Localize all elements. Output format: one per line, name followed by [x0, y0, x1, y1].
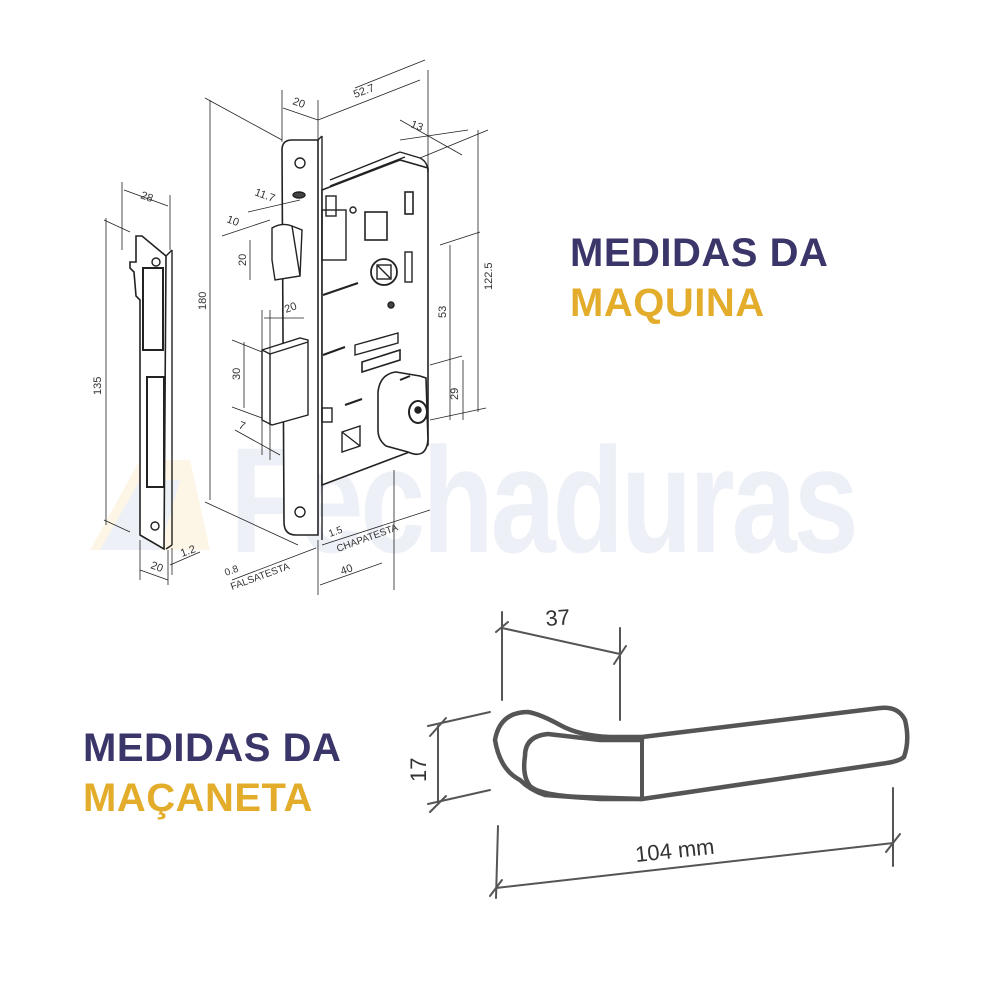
dim-handle-rose-offset: 37	[545, 604, 571, 631]
strike-plate	[129, 235, 173, 551]
handle-heading-line1: MEDIDAS DA	[83, 726, 342, 770]
latch	[271, 223, 303, 281]
dim-strike-width-top: 28	[139, 190, 155, 205]
handle-heading: MEDIDAS DA MAÇANETA	[83, 723, 341, 823]
lock-case	[321, 151, 429, 590]
dim-bolt-height: 30	[231, 368, 243, 380]
dim-strike-height: 135	[92, 377, 104, 395]
dim-top-offset: 13	[409, 119, 425, 134]
dim-cylinder-offset: 29	[449, 388, 461, 400]
machine-heading: MEDIDAS DA MAQUINA	[570, 228, 828, 328]
dim-handle-length: 104 mm	[634, 834, 716, 867]
dim-latch-height: 20	[237, 254, 249, 266]
dim-backset: 40	[339, 562, 355, 577]
dim-faceplate-width: 20	[291, 96, 307, 111]
dim-handle-to-cylinder: 53	[437, 306, 449, 318]
dim-falsatesta-value: 0.8	[223, 564, 240, 579]
dim-bolt-width: 20	[283, 300, 299, 315]
dim-strike-width-bottom: 20	[149, 560, 165, 575]
dim-height-to-top: 122.5	[483, 262, 495, 290]
machine-heading-line1: MEDIDAS DA	[570, 231, 829, 275]
dim-strike-thickness: 1.2	[179, 543, 197, 560]
machine-heading-line2: MAQUINA	[570, 281, 765, 325]
handle-heading-line2: MAÇANETA	[83, 776, 313, 820]
dim-total-height: 180	[197, 292, 209, 310]
dim-latch-depth: 10	[225, 214, 241, 229]
dim-handle-height: 17	[406, 758, 431, 782]
dim-chapatesta-value: 1.5	[327, 525, 344, 540]
dim-bolt-offset: 7	[237, 420, 247, 433]
